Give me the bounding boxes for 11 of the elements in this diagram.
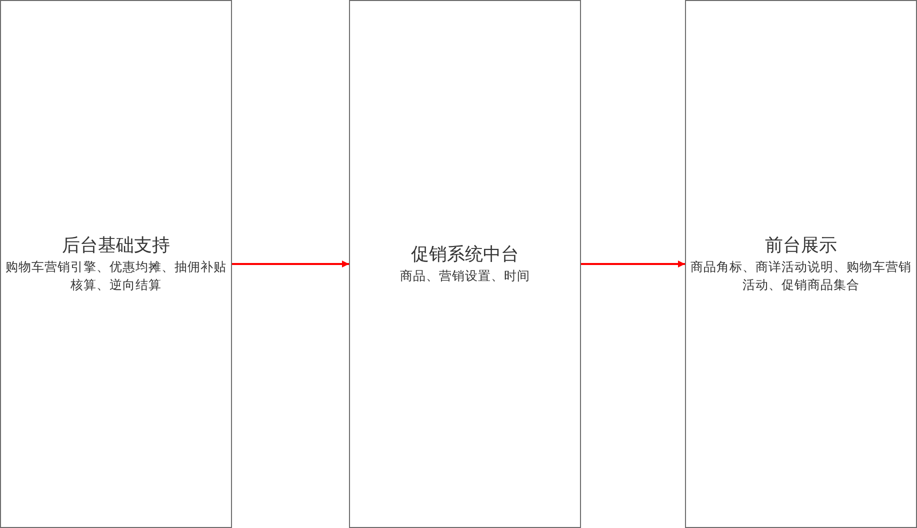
box-description: 商品、营销设置、时间 (399, 267, 531, 285)
process-box (685, 0, 917, 528)
process-box (0, 0, 232, 528)
arrow (581, 260, 685, 268)
process-box (349, 0, 581, 528)
box-description: 商品角标、商详活动说明、购物车营销活动、促销商品集合 (690, 258, 912, 294)
box-title: 后台基础支持 (62, 234, 170, 258)
arrow (232, 260, 349, 268)
box-title: 促销系统中台 (411, 243, 519, 267)
box-description: 购物车营销引擎、优惠均摊、抽佣补贴核算、逆向结算 (4, 258, 228, 294)
box-title: 前台展示 (765, 234, 837, 258)
